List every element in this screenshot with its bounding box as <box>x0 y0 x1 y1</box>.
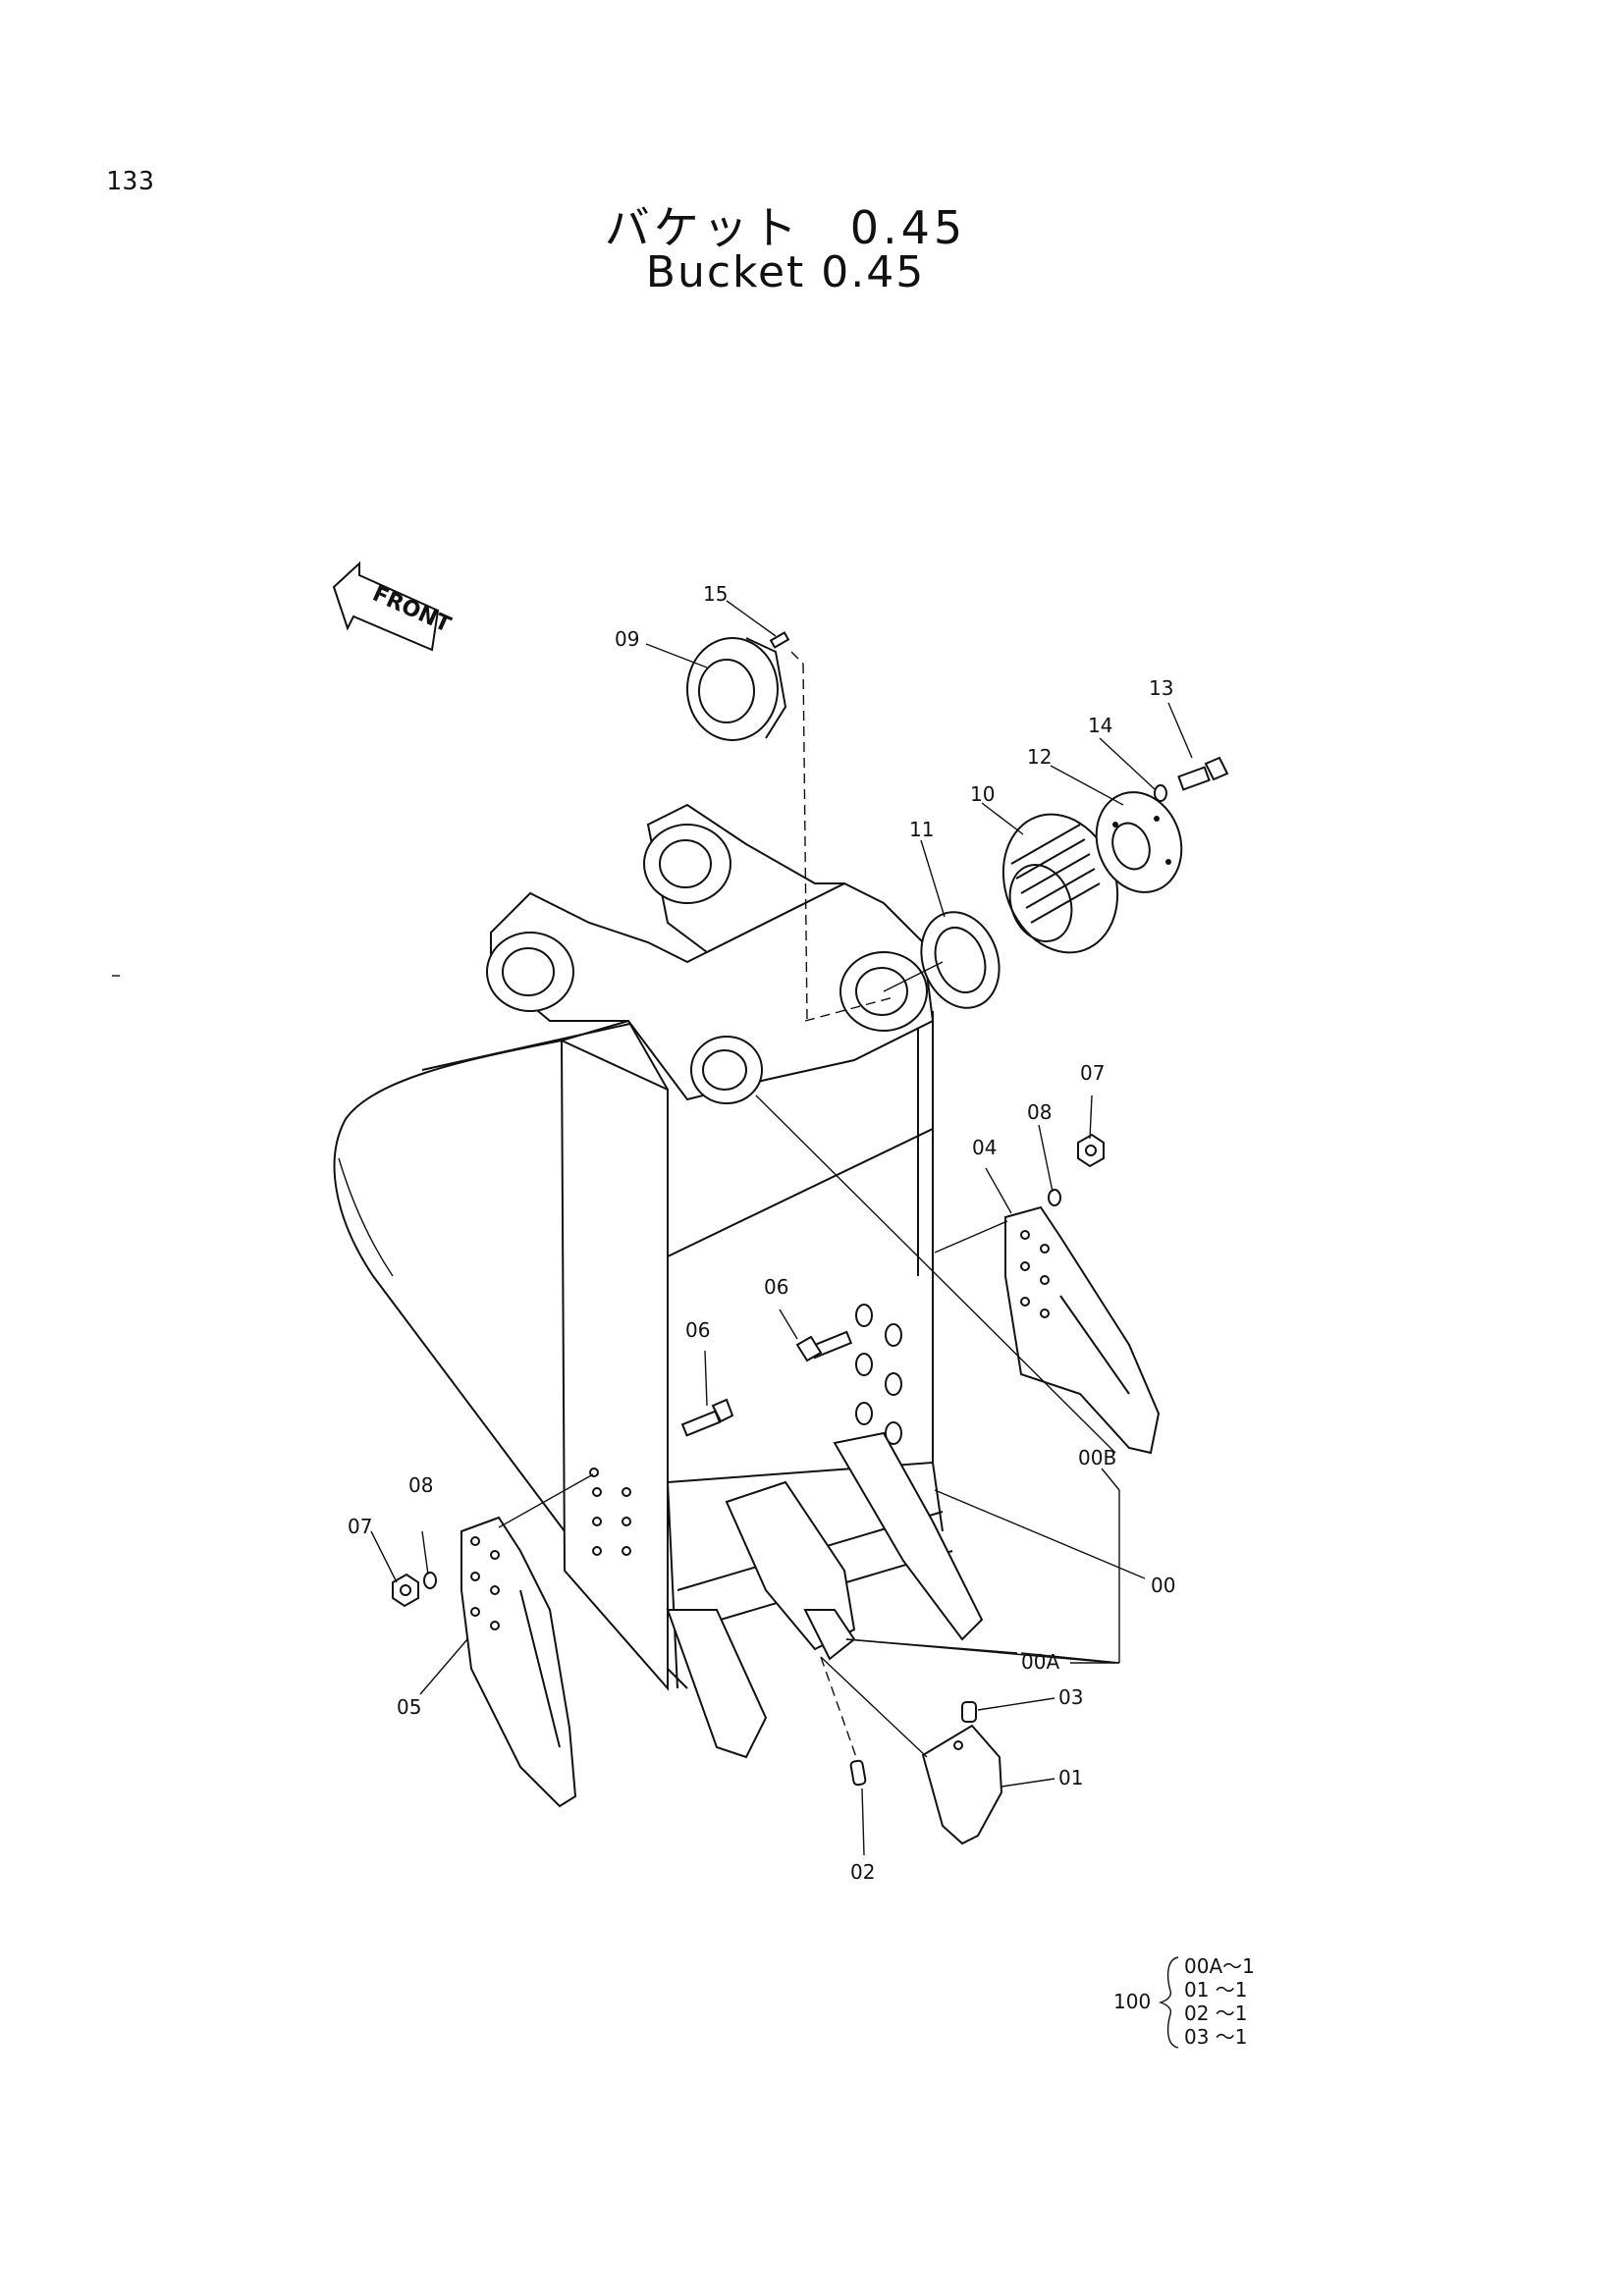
title-english: Bucket 0.45 <box>645 247 926 297</box>
assembly-note-line-2: 01 〜1 <box>1184 1978 1248 2002</box>
callout-04: 04 <box>972 1136 997 1159</box>
assembly-note: 100 00A〜1 01 〜1 02 〜1 03 〜1 <box>1113 1954 1255 2049</box>
callout-06-lower: 06 <box>685 1318 710 1342</box>
part-09-boss-cap <box>686 637 787 741</box>
part-11-ring <box>920 911 1001 1009</box>
part-12-plate <box>1095 791 1183 893</box>
assembly-note-line-4: 03 〜1 <box>1184 2025 1248 2049</box>
pin-boss-2 <box>643 824 731 904</box>
pin-boss-1 <box>486 932 574 1012</box>
callout-08-right: 08 <box>1027 1100 1052 1124</box>
part-08-washer-left <box>423 1572 437 1589</box>
callout-11: 11 <box>909 818 934 841</box>
callout-07-left: 07 <box>348 1515 372 1538</box>
side-cutter-holes <box>1020 1230 1050 1318</box>
part-03-lock <box>961 1701 977 1723</box>
part-04-side-cutter <box>1004 1205 1161 1455</box>
callout-08-left: 08 <box>408 1473 433 1497</box>
callout-00A: 00A <box>1021 1650 1059 1674</box>
callout-15: 15 <box>703 582 728 606</box>
assembly-note-line-1: 00A〜1 <box>1184 1954 1255 1978</box>
part-07-nut-right <box>1077 1133 1105 1168</box>
part-06-bolt-lower <box>680 1398 734 1437</box>
callout-12: 12 <box>1027 745 1052 769</box>
part-14-washer <box>1154 784 1167 802</box>
callout-05: 05 <box>397 1695 421 1719</box>
part-15-pin <box>769 631 790 649</box>
front-arrow: FRONT <box>332 561 455 652</box>
callout-07-right: 07 <box>1080 1061 1105 1085</box>
page-number: 133 <box>106 167 155 196</box>
part-02-pin <box>849 1759 867 1787</box>
callout-09: 09 <box>615 627 639 651</box>
left-cutter-holes <box>470 1536 500 1630</box>
part-05-side-cutter <box>460 1516 577 1808</box>
leader-lines <box>370 600 1193 1856</box>
part-10-shim-stack <box>1001 813 1119 954</box>
boss-bracket <box>486 803 935 1104</box>
center-bolt-holes <box>855 1304 902 1445</box>
part-07-nut-left <box>392 1573 419 1608</box>
callout-03: 03 <box>1058 1685 1083 1709</box>
assembly-note-line-3: 02 〜1 <box>1184 2002 1248 2025</box>
callout-13: 13 <box>1149 676 1173 700</box>
callout-01: 01 <box>1058 1766 1083 1789</box>
callout-10: 10 <box>970 782 995 806</box>
side-plate-bolt-holes <box>589 1468 631 1556</box>
bucket-teeth <box>666 1431 984 1759</box>
part-06-bolt-upper <box>795 1330 853 1362</box>
callout-06-upper: 06 <box>764 1275 788 1299</box>
callout-02: 02 <box>850 1860 875 1884</box>
part-13-bolt <box>1177 756 1229 791</box>
assembly-note-id: 100 <box>1113 1990 1151 2013</box>
pin-boss-4 <box>690 1036 763 1104</box>
callout-00B: 00B <box>1078 1446 1116 1469</box>
title-japanese: バケット 0.45 <box>604 201 967 254</box>
part-01-tooth <box>921 1724 1003 1845</box>
callout-14: 14 <box>1088 714 1112 737</box>
part-08-washer-right <box>1048 1189 1061 1206</box>
callout-00: 00 <box>1151 1574 1175 1597</box>
